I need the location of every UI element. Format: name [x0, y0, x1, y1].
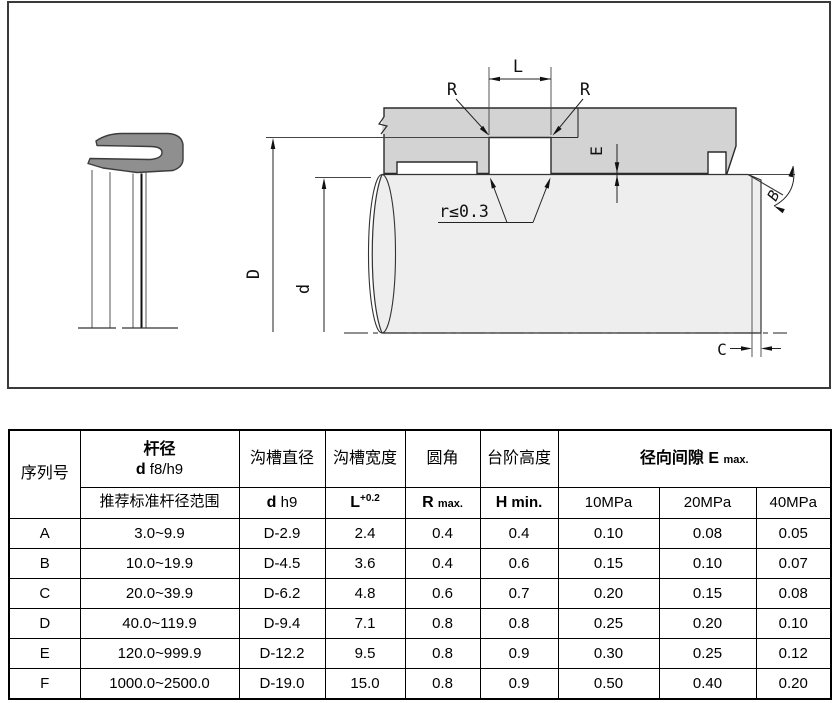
- cell-e10: 0.20: [557, 577, 660, 610]
- cell-e10: 0.15: [557, 547, 660, 579]
- col-header-rod-diameter: 杆径 d f8/h9: [79, 429, 240, 488]
- cell-range: 1000.0~2500.0: [79, 668, 240, 700]
- cell-range: 20.0~39.9: [79, 577, 240, 610]
- subheader-20mpa: 20MPa: [658, 486, 757, 519]
- rod-body: [371, 173, 762, 334]
- label-groove-diameter-D: D: [244, 269, 264, 279]
- technical-drawing: L R R E D d r≤0.3 C B: [7, 1, 831, 389]
- cell-range: 40.0~119.9: [79, 608, 240, 640]
- cell-e20: 0.20: [658, 608, 757, 640]
- cell-r: 0.8: [404, 638, 481, 670]
- break-symbol: [377, 116, 389, 135]
- housing-outline: [383, 107, 737, 175]
- cell-e10: 0.25: [557, 608, 660, 640]
- cell-e40: 0.07: [755, 547, 832, 579]
- chamfer-angle-reference: [747, 174, 784, 196]
- cell-width: 7.1: [324, 608, 406, 640]
- cell-groove_dia: D-4.5: [238, 547, 326, 579]
- cell-h: 0.4: [479, 517, 559, 549]
- col-header-serial: 序列号: [8, 429, 81, 519]
- label-rod-diameter-d: d: [294, 284, 314, 294]
- label-radius-right-R: R: [580, 80, 591, 100]
- cell-e40: 0.08: [755, 577, 832, 610]
- subheader-fillet-symbol: R max.: [404, 486, 481, 519]
- col-header-fillet: 圆角: [404, 429, 481, 488]
- cell-h: 0.8: [479, 608, 559, 640]
- rod-diameter-symbol: d f8/h9: [135, 460, 184, 478]
- spec-table: 序列号 杆径 d f8/h9 沟槽直径 沟槽宽度 圆角 台阶高度 径向间隙 E …: [8, 429, 832, 701]
- cell-h: 0.6: [479, 547, 559, 579]
- cell-e20: 0.08: [658, 517, 757, 549]
- label-clearance-E: E: [587, 146, 606, 156]
- cell-e40: 0.10: [755, 608, 832, 640]
- cell-r: 0.6: [404, 577, 481, 610]
- cell-h: 0.7: [479, 577, 559, 610]
- cell-range: 10.0~19.9: [79, 547, 240, 579]
- cell-e40: 0.20: [755, 668, 832, 700]
- cell-width: 2.4: [324, 517, 406, 549]
- subheader-rod-range: 推荐标准杆径范围: [79, 486, 240, 519]
- cell-serial: F: [8, 668, 81, 700]
- cell-e20: 0.40: [658, 668, 757, 700]
- cell-range: 120.0~999.9: [79, 638, 240, 670]
- seal-cross-section: [78, 132, 184, 329]
- cell-groove_dia: D-6.2: [238, 577, 326, 610]
- cell-e10: 0.50: [557, 668, 660, 700]
- label-fillet-note: r≤0.3: [439, 202, 489, 221]
- cell-serial: D: [8, 608, 81, 640]
- cell-r: 0.8: [404, 668, 481, 700]
- label-groove-width-L: L: [513, 57, 523, 77]
- cell-serial: B: [8, 547, 81, 579]
- subheader-40mpa: 40MPa: [755, 486, 832, 519]
- seal-profile: [87, 132, 184, 174]
- cell-serial: C: [8, 577, 81, 610]
- subheader-10mpa: 10MPa: [557, 486, 660, 519]
- rod-diameter-title: 杆径: [143, 440, 176, 458]
- cell-e20: 0.15: [658, 577, 757, 610]
- col-header-radial-clearance: 径向间隙 E max.: [557, 429, 832, 488]
- cell-r: 0.4: [404, 547, 481, 579]
- cell-e10: 0.10: [557, 517, 660, 549]
- cell-groove_dia: D-19.0: [238, 668, 326, 700]
- cell-r: 0.8: [404, 608, 481, 640]
- housing-block: [377, 107, 737, 175]
- cell-e10: 0.30: [557, 638, 660, 670]
- cell-groove_dia: D-2.9: [238, 517, 326, 549]
- cell-e20: 0.25: [658, 638, 757, 670]
- cell-groove_dia: D-9.4: [238, 608, 326, 640]
- cell-e20: 0.10: [658, 547, 757, 579]
- cell-groove_dia: D-12.2: [238, 638, 326, 670]
- cell-width: 3.6: [324, 547, 406, 579]
- cell-serial: A: [8, 517, 81, 549]
- subheader-groove-diameter-symbol: d h9: [238, 486, 326, 519]
- cell-e40: 0.12: [755, 638, 832, 670]
- cell-e40: 0.05: [755, 517, 832, 549]
- seal-projection-lines: [91, 170, 147, 328]
- cell-serial: E: [8, 638, 81, 670]
- cell-r: 0.4: [404, 517, 481, 549]
- cell-h: 0.9: [479, 638, 559, 670]
- cell-h: 0.9: [479, 668, 559, 700]
- label-chamfer-length-C: C: [717, 340, 727, 359]
- col-header-step-height: 台阶高度: [479, 429, 559, 488]
- cell-width: 4.8: [324, 577, 406, 610]
- subheader-step-symbol: H min.: [479, 486, 559, 519]
- rod-section: [344, 173, 795, 334]
- col-header-groove-diameter: 沟槽直径: [238, 429, 326, 488]
- rod-break-ellipse: [367, 173, 397, 334]
- cell-width: 15.0: [324, 668, 406, 700]
- cell-range: 3.0~9.9: [79, 517, 240, 549]
- label-radius-left-R: R: [447, 80, 458, 100]
- cell-width: 9.5: [324, 638, 406, 670]
- subheader-groove-width-symbol: L+0.2: [324, 486, 406, 519]
- col-header-groove-width: 沟槽宽度: [324, 429, 406, 488]
